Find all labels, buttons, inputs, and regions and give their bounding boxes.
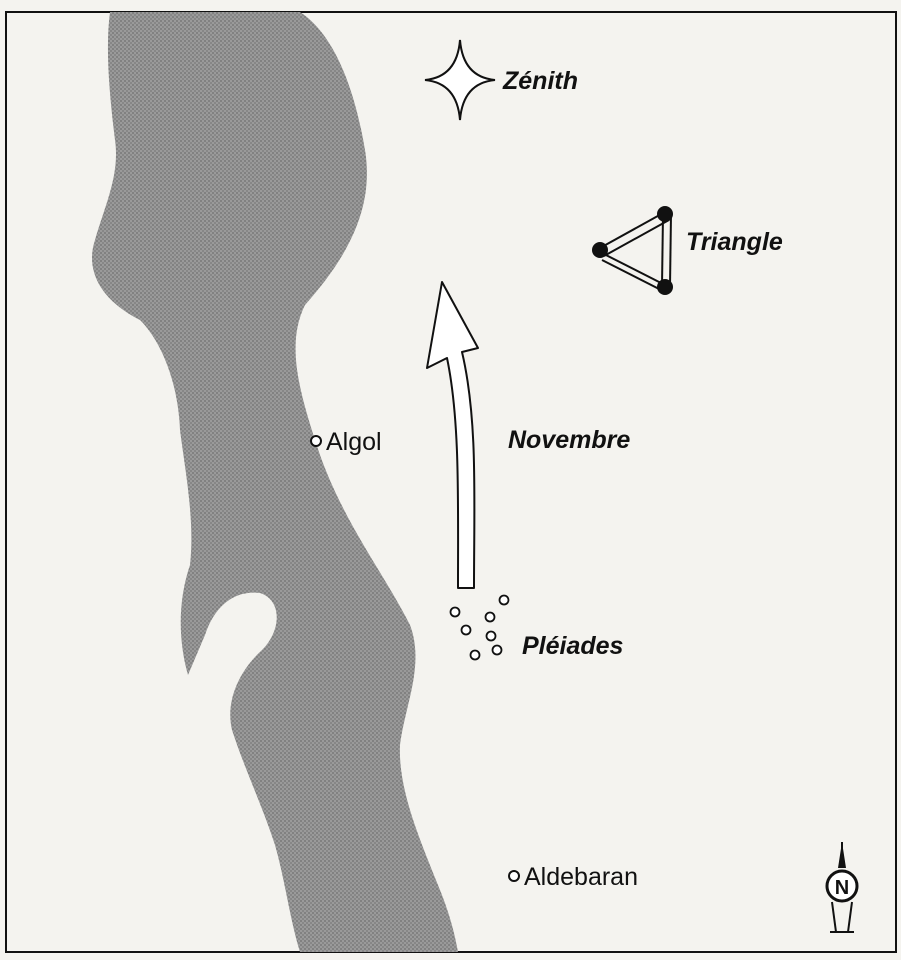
star-icon	[471, 651, 480, 660]
star-icon	[311, 436, 321, 446]
star-icon	[451, 608, 460, 617]
star-icon	[657, 206, 673, 222]
aldebaran-label: Aldebaran	[524, 863, 638, 891]
star-icon	[493, 646, 502, 655]
star-icon	[592, 242, 608, 258]
star-icon	[509, 871, 519, 881]
algol-label: Algol	[326, 428, 382, 456]
star-icon	[462, 626, 471, 635]
star-icon	[487, 632, 496, 641]
star-icon	[657, 279, 673, 295]
star-icon	[500, 596, 509, 605]
north-label: N	[835, 877, 849, 899]
triangle-label: Triangle	[686, 228, 783, 256]
zenith-label: Zénith	[502, 67, 578, 95]
star-icon	[486, 613, 495, 622]
pleiades-label: Pléiades	[522, 632, 624, 660]
novembre-label: Novembre	[508, 426, 630, 454]
aldebaran-marker: Aldebaran	[509, 863, 638, 891]
